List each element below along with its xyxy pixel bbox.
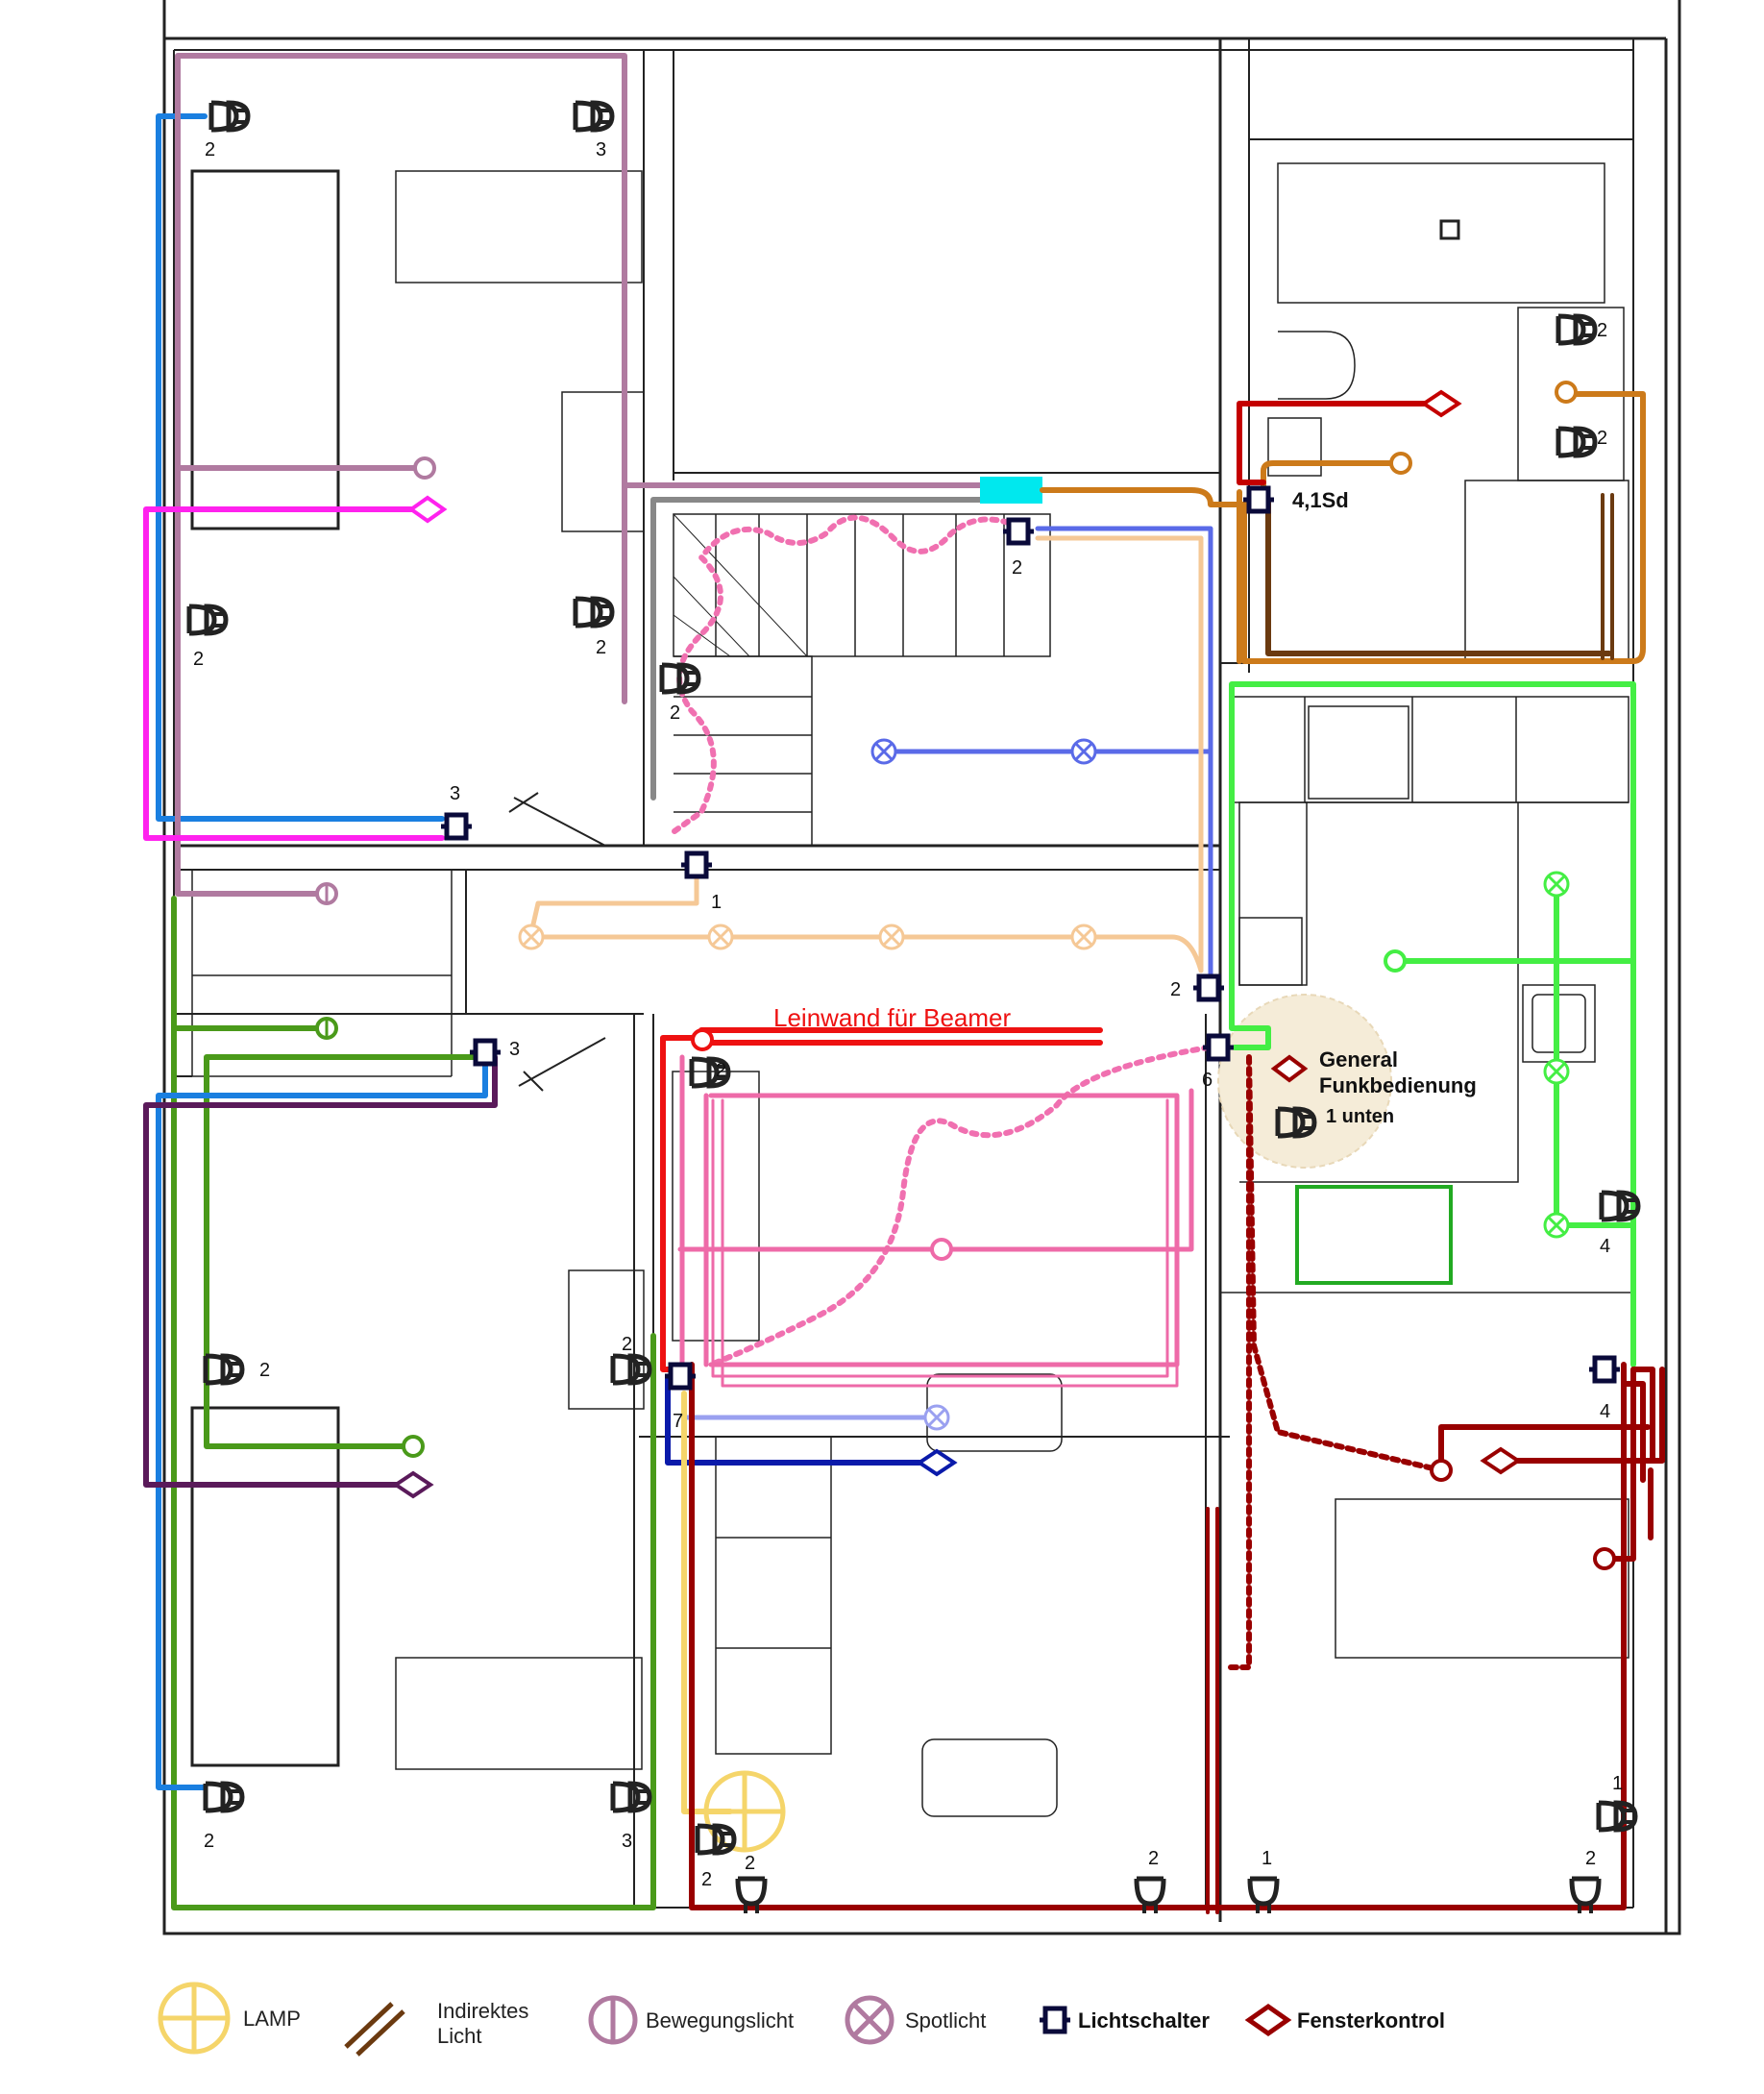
legend: LAMP Indirektes Licht Bewegungslicht Spo… bbox=[158, 1982, 1445, 2057]
indirect-light-pink bbox=[711, 1098, 1179, 1388]
kitchen-island bbox=[1295, 1185, 1453, 1285]
svg-text:3: 3 bbox=[509, 1039, 520, 1060]
wire-light-blue-top bbox=[156, 113, 445, 822]
wire-pink-solid bbox=[677, 1054, 1194, 1367]
legend-motion-icon bbox=[588, 1995, 638, 2045]
svg-text:1: 1 bbox=[1612, 1773, 1623, 1794]
svg-text:2: 2 bbox=[204, 1831, 214, 1852]
legend-indirect-label-2: Licht bbox=[437, 2024, 481, 2048]
legend-indirect-label-1: Indirektes bbox=[437, 1999, 528, 2023]
indirect-light-maroon bbox=[1206, 1507, 1219, 1914]
svg-text:3: 3 bbox=[450, 783, 460, 804]
general-sub: 1 unten bbox=[1326, 1106, 1394, 1127]
legend-indirect-icon bbox=[344, 2002, 405, 2057]
window-contacts bbox=[392, 389, 1522, 1499]
wire-peach bbox=[527, 535, 1204, 973]
legend-window-label: Fensterkontrol bbox=[1297, 2008, 1445, 2032]
svg-text:3: 3 bbox=[622, 1831, 632, 1852]
walls bbox=[162, 0, 1681, 1935]
wire-light-blue-bottom bbox=[156, 1049, 488, 1790]
wire-maroon-dotted bbox=[1222, 1054, 1444, 1670]
svg-text:2: 2 bbox=[596, 637, 606, 658]
legend-window-icon bbox=[1244, 2003, 1292, 2037]
general-label-2: Funkbedienung bbox=[1319, 1073, 1477, 1097]
svg-text:2: 2 bbox=[1170, 979, 1181, 1000]
svg-text:1: 1 bbox=[1262, 1848, 1272, 1869]
screen-label: Leinwand für Beamer bbox=[773, 1003, 1011, 1032]
legend-switch-label: Lichtschalter bbox=[1078, 2008, 1210, 2032]
spotlights bbox=[518, 738, 1570, 1431]
wire-purple bbox=[143, 1054, 498, 1488]
legend-spot-label: Spotlicht bbox=[905, 2008, 986, 2032]
svg-text:2: 2 bbox=[1597, 428, 1607, 449]
wire-red-bath bbox=[1237, 401, 1434, 485]
svg-text:6: 6 bbox=[1202, 1070, 1213, 1091]
legend-switch-icon bbox=[1040, 2006, 1070, 2034]
svg-text:4: 4 bbox=[1600, 1401, 1610, 1422]
wire-grey bbox=[650, 497, 983, 801]
svg-text:2: 2 bbox=[193, 649, 204, 670]
legend-motion-label: Bewegungslicht bbox=[646, 2008, 794, 2032]
svg-text:2: 2 bbox=[1148, 1848, 1159, 1869]
svg-text:7: 7 bbox=[673, 1411, 683, 1432]
wire-pink-dotted-stairs bbox=[672, 514, 1021, 834]
wire-magenta bbox=[143, 506, 445, 841]
wire-green-bright bbox=[1229, 681, 1636, 1367]
indirect-light-bath bbox=[1601, 493, 1614, 660]
lamp bbox=[703, 1770, 786, 1853]
svg-text:2: 2 bbox=[670, 702, 680, 724]
svg-text:2: 2 bbox=[701, 1869, 712, 1890]
svg-text:2: 2 bbox=[205, 139, 215, 160]
legend-lamp-icon bbox=[158, 1982, 231, 2055]
wire-brown bbox=[1265, 497, 1612, 656]
general-label-1: General bbox=[1319, 1047, 1398, 1072]
count-labels: 2 3 2 2 2 2 3 1 2 6 3 2 2 2 4 4 2 2 7 2 … bbox=[193, 139, 1623, 1890]
svg-text:3: 3 bbox=[596, 139, 606, 160]
wire-red-screen bbox=[660, 1027, 1103, 1372]
bath-switch-label: 4,1Sd bbox=[1292, 488, 1349, 512]
svg-text:2: 2 bbox=[1012, 557, 1022, 579]
wire-pink-dotted-living bbox=[708, 1043, 1223, 1367]
svg-text:4: 4 bbox=[1600, 1236, 1610, 1257]
endpoints bbox=[315, 381, 1616, 1570]
wire-navy bbox=[665, 1376, 940, 1466]
svg-text:2: 2 bbox=[259, 1360, 270, 1381]
svg-text:2: 2 bbox=[622, 1334, 632, 1355]
wire-mauve bbox=[175, 53, 983, 897]
general-remote-zone bbox=[1217, 994, 1392, 1169]
svg-text:2: 2 bbox=[1585, 1848, 1596, 1869]
svg-text:2: 2 bbox=[716, 1060, 726, 1081]
legend-spot-icon bbox=[845, 1995, 894, 2045]
junction-box-cyan bbox=[980, 477, 1042, 504]
wire-orange bbox=[1040, 391, 1646, 664]
wire-maroon bbox=[689, 1362, 1665, 1910]
wire-lavender-blue bbox=[881, 526, 1213, 983]
legend-lamp-label: LAMP bbox=[243, 2007, 301, 2031]
svg-text:2: 2 bbox=[745, 1853, 755, 1874]
svg-text:2: 2 bbox=[1597, 320, 1607, 341]
wire-olive-green bbox=[171, 896, 656, 1910]
svg-text:1: 1 bbox=[711, 892, 722, 913]
